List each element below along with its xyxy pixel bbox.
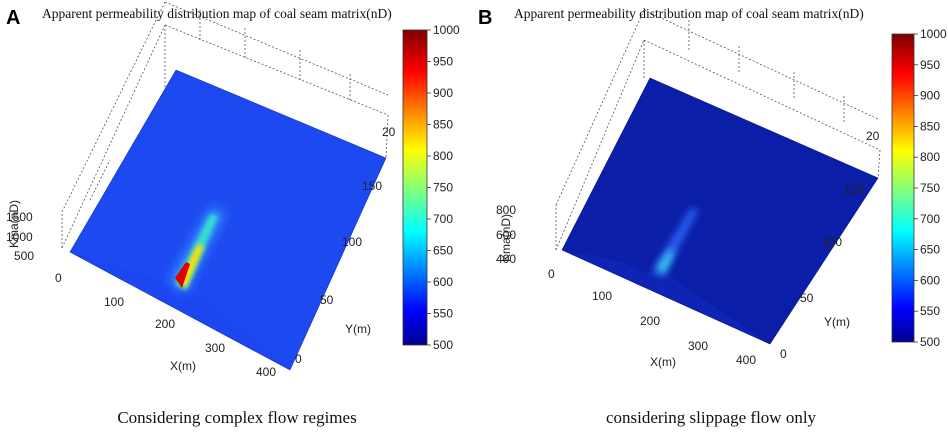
- surface-b: [562, 78, 878, 344]
- y-axis-label: Y(m): [345, 322, 371, 336]
- panel-a: A Apparent permeability distribution map…: [6, 1, 460, 427]
- colorbar-ticks: 1000 950 900 850 800 750 700 650 600 550 500: [427, 23, 460, 352]
- colorbar-tick-label: 1000: [433, 23, 460, 37]
- y-tick-label: 0: [780, 347, 787, 361]
- panel-b: B Apparent permeability distribution map…: [474, 0, 948, 434]
- x-tick-label: 300: [205, 341, 225, 355]
- y-tick-label: 0: [295, 352, 302, 366]
- x-tick-label: 100: [104, 295, 124, 309]
- colorbar-tick-label: 500: [920, 335, 940, 349]
- y-tick-label: 50: [320, 293, 334, 307]
- x-tick-label: 0: [548, 267, 555, 281]
- colorbar-tick-label: 950: [433, 55, 453, 69]
- x-ticks: 0 100 200 300 400: [548, 267, 756, 367]
- x-tick-label: 0: [55, 271, 62, 285]
- z-tick-label: 800: [496, 203, 516, 217]
- x-axis-label: X(m): [170, 359, 196, 373]
- colorbar-tick-label: 600: [920, 273, 940, 287]
- colorbar-tick-label: 850: [920, 119, 940, 133]
- x-tick-label: 400: [736, 353, 756, 367]
- colorbar-tick-label: 550: [433, 307, 453, 321]
- y-tick-label: 100: [822, 235, 842, 249]
- x-ticks: 0 100 200 300 400: [55, 271, 276, 379]
- colorbar-tick-label: 750: [433, 181, 453, 195]
- x-tick-label: 200: [155, 317, 175, 331]
- axes-box: [61, 1, 389, 249]
- z-tick-label: 500: [14, 249, 34, 263]
- axes-box: [555, 9, 881, 251]
- y-tick-label: 50: [800, 291, 814, 305]
- y-ticks: 0 50 100 150 20: [295, 125, 396, 366]
- y-tick-label: 150: [362, 179, 382, 193]
- chart-b-svg: B Apparent permeability distribution map…: [478, 6, 947, 369]
- x-tick-label: 200: [640, 314, 660, 328]
- colorbar: [891, 33, 915, 343]
- y-tick-label: 20: [866, 129, 880, 143]
- chart-title: Apparent permeability distribution map o…: [42, 6, 392, 21]
- z-axis-label: Kma(nD): [7, 200, 21, 248]
- colorbar-tick-label: 600: [433, 275, 453, 289]
- fracture-peak: [658, 250, 674, 274]
- colorbar: [402, 29, 428, 346]
- panel-label: A: [6, 7, 20, 29]
- y-tick-label: 100: [342, 235, 362, 249]
- panel-label: B: [478, 7, 492, 29]
- colorbar-tick-label: 900: [433, 86, 453, 100]
- colorbar-tick-label: 550: [920, 304, 940, 318]
- y-tick-label: 150: [844, 183, 864, 197]
- x-tick-label: 300: [688, 339, 708, 353]
- colorbar-tick-label: 900: [920, 89, 940, 103]
- colorbar-tick-label: 800: [433, 149, 453, 163]
- chart-a-svg: A Apparent permeability distribution map…: [6, 1, 460, 379]
- z-tick-label: 600: [496, 228, 516, 242]
- z-tick-label: 1500: [6, 210, 33, 224]
- colorbar-tick-label: 850: [433, 118, 453, 132]
- colorbar-tick-label: 650: [920, 243, 940, 257]
- y-ticks: 0 50 100 150 20: [780, 129, 880, 361]
- z-tick-label: 1000: [6, 230, 33, 244]
- caption: Considering complex flow regimes: [117, 408, 357, 427]
- colorbar-tick-label: 950: [920, 58, 940, 72]
- y-axis-label: Y(m): [824, 315, 850, 329]
- colorbar-tick-label: 500: [433, 338, 453, 352]
- x-tick-label: 400: [256, 365, 276, 379]
- colorbar-tick-label: 1000: [920, 27, 947, 41]
- z-axis-label: Kma(nD): [499, 214, 513, 262]
- fracture-halo: [652, 208, 698, 276]
- fracture-peak: [175, 262, 190, 288]
- colorbar-tick-label: 800: [920, 150, 940, 164]
- x-axis-label: X(m): [650, 355, 676, 369]
- y-tick-label: 20: [382, 125, 396, 139]
- colorbar-tick-label: 700: [920, 212, 940, 226]
- chart-title: Apparent permeability distribution map o…: [514, 6, 864, 21]
- caption: considering slippage flow only: [605, 408, 817, 427]
- z-ticks: 800 600 400: [496, 203, 516, 266]
- colorbar-tick-label: 700: [433, 212, 453, 226]
- z-tick-label: 400: [496, 252, 516, 266]
- x-tick-label: 100: [592, 289, 612, 303]
- colorbar-tick-label: 750: [920, 181, 940, 195]
- colorbar-ticks: 1000 950 900 850 800 750 700 650 600 550 500: [914, 27, 947, 349]
- colorbar-tick-label: 650: [433, 244, 453, 258]
- z-ticks: 1500 1000 500: [6, 210, 34, 263]
